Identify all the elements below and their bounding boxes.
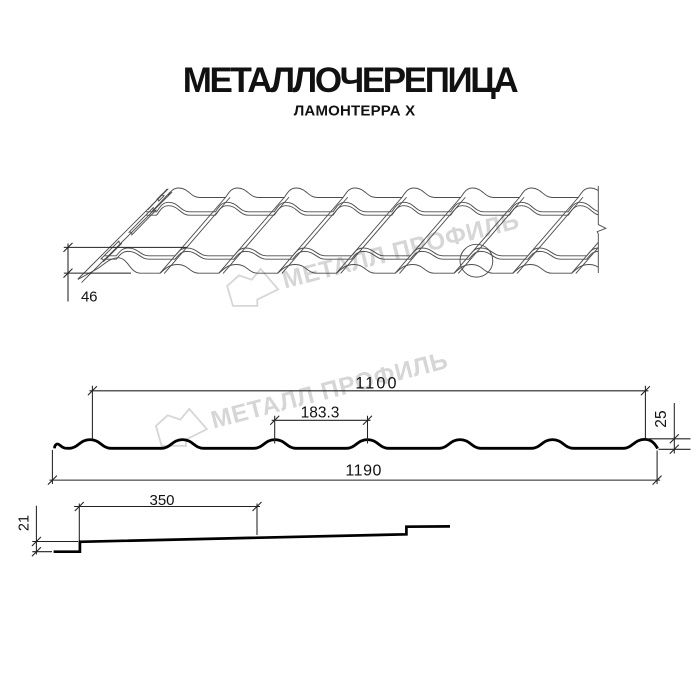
- svg-text:ЛАМОНТЕРРА Х: ЛАМОНТЕРРА Х: [294, 103, 416, 120]
- svg-text:46: 46: [81, 289, 97, 306]
- svg-text:1100: 1100: [355, 374, 398, 392]
- svg-text:21: 21: [17, 515, 33, 531]
- svg-text:350: 350: [149, 492, 174, 509]
- svg-text:25: 25: [653, 410, 670, 428]
- svg-text:1190: 1190: [345, 463, 382, 480]
- svg-text:183.3: 183.3: [301, 404, 340, 421]
- svg-text:МЕТАЛЛОЧЕРЕПИЦА: МЕТАЛЛОЧЕРЕПИЦА: [183, 61, 519, 100]
